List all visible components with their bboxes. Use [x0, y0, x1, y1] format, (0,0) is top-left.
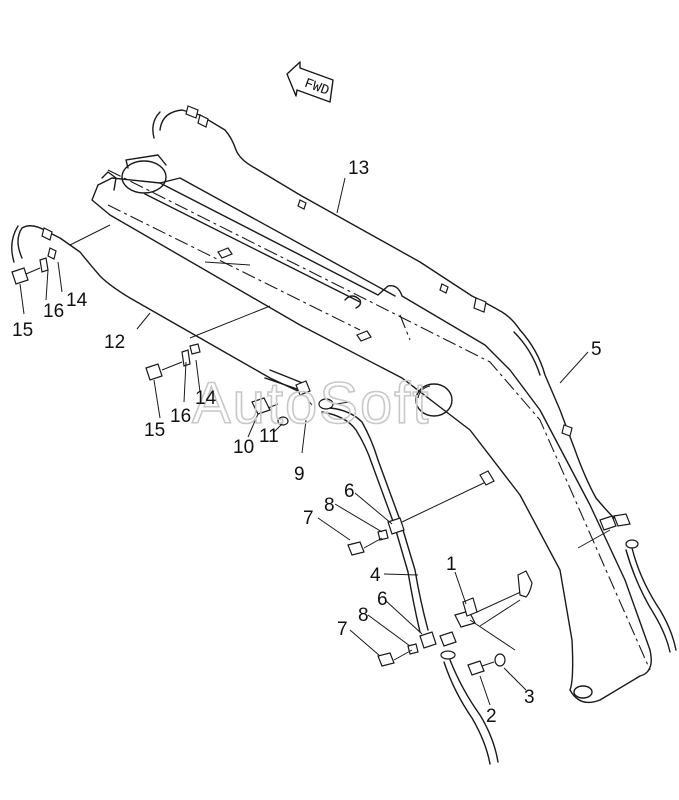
callout-8-upper: 8: [324, 495, 335, 516]
bolt-15-lower: [145, 343, 201, 381]
callout-1: 1: [446, 554, 457, 575]
callout-8-lower: 8: [358, 605, 369, 626]
callout-14-upper: 14: [66, 290, 88, 311]
callout-7-lower: 7: [337, 619, 348, 640]
bolt-2: [467, 653, 506, 676]
callout-6-lower: 6: [377, 589, 388, 610]
clamp-set-lower: [377, 631, 437, 667]
pipe-5: [513, 329, 677, 653]
callout-14-lower: 14: [195, 388, 217, 409]
pipe-4: [295, 380, 429, 633]
callout-6-upper: 6: [344, 481, 355, 502]
hose-lower: [439, 631, 499, 765]
fwd-arrow-icon: FWD: [286, 61, 334, 103]
callout-15-lower: 15: [144, 420, 165, 441]
bolt-15-upper: [11, 257, 49, 285]
callout-9: 9: [294, 464, 305, 485]
callout-5: 5: [591, 339, 602, 360]
callout-12: 12: [104, 332, 125, 353]
pipe-12: [11, 225, 306, 393]
boom-body: [69, 154, 652, 704]
clamp-set-upper: [347, 470, 495, 556]
callout-10: 10: [233, 437, 254, 458]
callout-7-upper: 7: [303, 508, 314, 529]
callout-3: 3: [524, 687, 535, 708]
callout-11: 11: [259, 426, 279, 447]
callout-2: 2: [486, 706, 497, 727]
callout-16-upper: 16: [43, 301, 64, 322]
pipe-13: [152, 105, 521, 331]
bolt-10: [251, 397, 289, 426]
fwd-label: FWD: [302, 76, 331, 100]
callout-labels: 1 2 3 4 5 6 6 7 7 8 8 9 10 11 12 13 14 1…: [12, 158, 602, 727]
callout-4: 4: [370, 565, 381, 586]
watermark: AutoSoft: [192, 371, 430, 436]
leader-lines: [19, 177, 589, 706]
clamp-1: [454, 570, 533, 651]
callout-16-lower: 16: [170, 406, 191, 427]
callout-13: 13: [348, 158, 369, 179]
callout-15-upper: 15: [12, 320, 33, 341]
